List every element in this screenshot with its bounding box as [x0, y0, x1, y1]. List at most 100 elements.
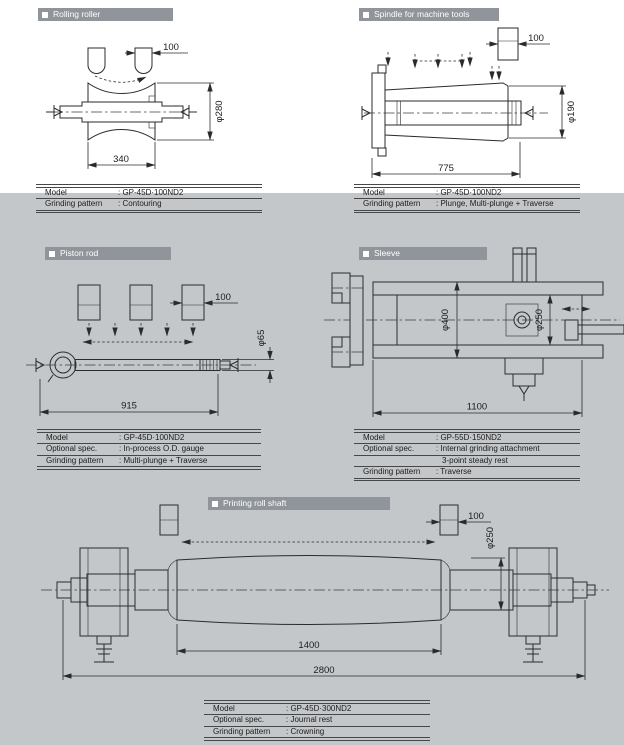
table-row: Optional spec. : In-process O.D. gauge	[37, 443, 261, 455]
dim-wheel-width: 100	[528, 33, 544, 44]
chuck-backplate	[349, 275, 364, 366]
spec-value: : Journal rest	[286, 715, 333, 724]
spec-table-spindle: Model : GP-45D·100ND2 Grinding pattern :…	[354, 184, 580, 213]
header-square-icon	[363, 250, 369, 257]
header-square-icon	[212, 500, 218, 507]
spec-table-rolling-roller: Model : GP-45D·100ND2 Grinding pattern :…	[36, 184, 262, 213]
section-header-sleeve: Sleeve	[359, 247, 487, 260]
spec-value: : Internal grinding attachment	[436, 444, 540, 453]
dim-bore-diameter: φ250	[534, 309, 545, 331]
table-row: Optional spec. : Internal grinding attac…	[354, 443, 580, 455]
grinding-wheel-icon	[497, 27, 519, 61]
section-header-spindle: Spindle for machine tools	[359, 8, 499, 21]
piston-rod-drawing: 100 φ65 915	[26, 284, 274, 416]
section-header-piston-rod: Piston rod	[45, 247, 171, 260]
steady-rest-roller	[513, 311, 531, 329]
dim-length: 340	[113, 154, 129, 165]
dim-length: 1100	[467, 402, 487, 413]
grinding-wheel-icon	[77, 284, 101, 321]
sleeve-drawing: φ400 φ250 1100	[324, 247, 624, 417]
table-row: Grinding pattern : Plunge, Multi-plunge …	[354, 198, 580, 211]
spec-label: Grinding pattern	[46, 455, 104, 465]
spec-value: 3-point steady rest	[442, 455, 508, 465]
spec-value: : Contouring	[118, 199, 162, 208]
spec-value: : GP-55D·150ND2	[436, 432, 502, 442]
dim-length: 915	[121, 401, 137, 412]
spec-label: Model	[46, 432, 68, 442]
dim-diameter: φ280	[214, 100, 225, 122]
spec-label: Model	[363, 432, 385, 442]
grinding-wheel-icon	[129, 284, 153, 321]
grinding-wheel-icon	[87, 47, 106, 74]
spec-label: Grinding pattern	[363, 199, 421, 208]
table-row: Optional spec. : Journal rest	[204, 714, 430, 726]
spec-label	[354, 456, 436, 467]
roller-body-top	[87, 82, 156, 103]
table-row: Grinding pattern : Contouring	[36, 198, 262, 211]
rolling-roller-drawing: 100 φ280 340	[46, 42, 225, 169]
spindle-body	[384, 82, 509, 142]
table-row: Grinding pattern : Traverse	[354, 466, 580, 479]
spec-label: Model	[213, 703, 235, 713]
dim-diameter: φ250	[485, 527, 496, 549]
spec-value: : GP-45D·100ND2	[118, 187, 184, 197]
spindle-drawing: 100 φ190 775	[361, 27, 577, 178]
internal-grinding-wheel-icon	[564, 319, 579, 341]
header-square-icon	[49, 250, 55, 257]
grinding-wheel-icon	[181, 284, 205, 321]
steady-rest-column	[512, 247, 523, 283]
section-title: Piston rod	[60, 248, 99, 258]
dim-overall-length: 2800	[313, 665, 334, 676]
spec-table-sleeve: Model : GP-55D·150ND2 Optional spec. : I…	[354, 429, 580, 481]
dim-outer-diameter: φ400	[440, 309, 451, 331]
spec-label: Optional spec.	[213, 715, 265, 724]
section-title: Sleeve	[374, 248, 400, 258]
grinding-wheel-icon	[134, 47, 153, 74]
spec-value: : GP-45D·300ND2	[286, 703, 352, 713]
spec-value: : Plunge, Multi-plunge + Traverse	[436, 199, 554, 208]
dim-wheel-width: 100	[215, 292, 231, 303]
spec-value: : In-process O.D. gauge	[119, 444, 204, 453]
dim-wheel-width: 100	[163, 42, 179, 53]
spec-label: Model	[45, 187, 67, 197]
spec-value: : GP-45D·100ND2	[119, 432, 185, 442]
section-title: Printing roll shaft	[223, 498, 287, 508]
swivel-arrow	[94, 75, 147, 83]
table-row: Model : GP-55D·150ND2	[354, 431, 580, 444]
spec-table-printing-roll-shaft: Model : GP-45D·300ND2 Optional spec. : J…	[204, 700, 430, 741]
section-header-printing-roll-shaft: Printing roll shaft	[208, 497, 390, 510]
sleeve-wall-top	[372, 281, 604, 296]
spec-value: : Multi-plunge + Traverse	[119, 455, 208, 465]
table-row: Model : GP-45D·100ND2	[36, 186, 262, 199]
spec-value: : Crowning	[286, 726, 325, 736]
spec-value: : Traverse	[436, 467, 472, 476]
journal-rest	[508, 547, 558, 637]
header-square-icon	[363, 11, 369, 18]
spec-label: Optional spec.	[46, 444, 98, 453]
table-row: Model : GP-45D·100ND2	[354, 186, 580, 199]
dim-diameter: φ65	[256, 330, 267, 347]
grinding-quill	[577, 324, 624, 335]
roller-body-bottom	[87, 121, 156, 141]
printing-roll-shaft-drawing: 100 φ250	[41, 504, 609, 680]
table-row: Model : GP-45D·100ND2	[37, 431, 261, 444]
spindle-flange	[371, 72, 386, 149]
header-square-icon	[42, 11, 48, 18]
dim-wheel-width: 100	[468, 511, 484, 522]
section-title: Spindle for machine tools	[374, 9, 470, 19]
spec-label: Model	[363, 187, 385, 197]
table-row: Model : GP-45D·300ND2	[204, 702, 430, 715]
spec-label: Grinding pattern	[213, 726, 271, 736]
table-row: Grinding pattern : Crowning	[204, 725, 430, 738]
spec-value: : GP-45D·100ND2	[436, 187, 502, 197]
section-title: Rolling roller	[53, 9, 101, 19]
dim-length: 775	[438, 163, 454, 174]
spec-table-piston-rod: Model : GP-45D·100ND2 Optional spec. : I…	[37, 429, 261, 470]
table-row: Grinding pattern : Multi-plunge + Traver…	[37, 454, 261, 467]
spec-label: Grinding pattern	[363, 467, 421, 476]
spec-label: Optional spec.	[363, 444, 415, 453]
steady-rest-column	[526, 247, 537, 283]
section-header-rolling-roller: Rolling roller	[38, 8, 173, 21]
sleeve-wall-bottom	[372, 344, 604, 359]
